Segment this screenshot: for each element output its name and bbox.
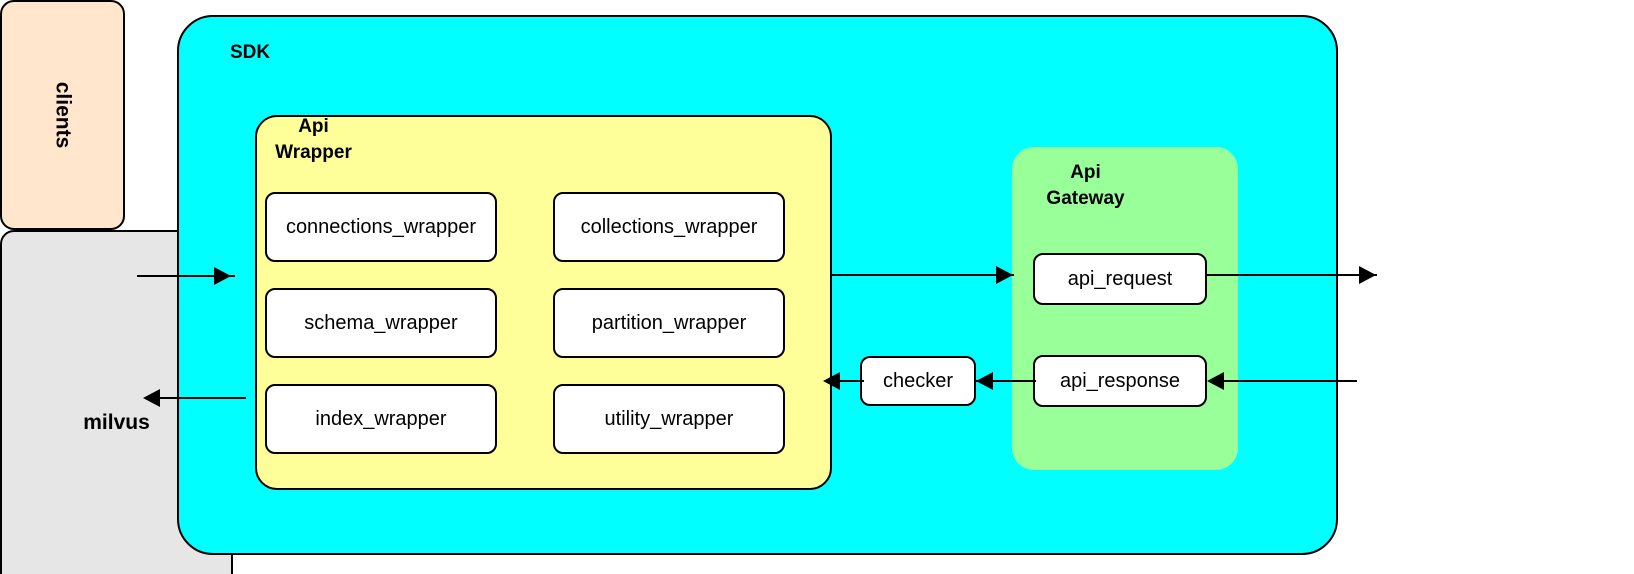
connector-wrapper-to-gateway <box>832 274 1014 276</box>
arrowhead-checker-to-wrapper-icon <box>823 372 840 390</box>
connector-checker-to-wrapper <box>840 380 864 382</box>
connector-clients-to-sdk <box>137 275 235 277</box>
node-partition-wrapper[interactable]: partition_wrapper <box>553 288 785 358</box>
node-milvus-label: milvus <box>83 410 150 434</box>
connector-apiresponse-to-checker <box>976 380 1036 382</box>
node-api-response[interactable]: api_response <box>1033 355 1207 407</box>
node-index-wrapper[interactable]: index_wrapper <box>265 384 497 454</box>
container-api-gateway <box>1012 147 1238 470</box>
node-schema-wrapper[interactable]: schema_wrapper <box>265 288 497 358</box>
node-collections-wrapper[interactable]: collections_wrapper <box>553 192 785 262</box>
arrowhead-sdk-to-clients-icon <box>143 389 160 407</box>
arrowhead-wrapper-to-gateway-icon <box>996 266 1013 284</box>
arrowhead-clients-to-sdk-icon <box>214 267 231 285</box>
arrowhead-apirequest-to-milvus-icon <box>1359 266 1376 284</box>
node-clients-label: clients <box>51 81 75 149</box>
arrowhead-milvus-to-apiresponse-icon <box>1207 372 1224 390</box>
node-connections-wrapper[interactable]: connections_wrapper <box>265 192 497 262</box>
connector-milvus-to-apiresponse <box>1224 380 1357 382</box>
arrowhead-apiresponse-to-checker-icon <box>976 372 993 390</box>
node-clients[interactable]: clients <box>0 0 125 230</box>
container-api-wrapper-label: Api Wrapper <box>275 116 352 163</box>
node-checker[interactable]: checker <box>860 356 976 406</box>
connector-apirequest-to-milvus <box>1207 274 1377 276</box>
container-sdk-label: SDK <box>229 42 271 63</box>
container-api-gateway-label: Api Gateway <box>1046 162 1125 209</box>
node-api-request[interactable]: api_request <box>1033 253 1207 305</box>
connector-sdk-to-clients <box>160 397 246 399</box>
node-utility-wrapper[interactable]: utility_wrapper <box>553 384 785 454</box>
